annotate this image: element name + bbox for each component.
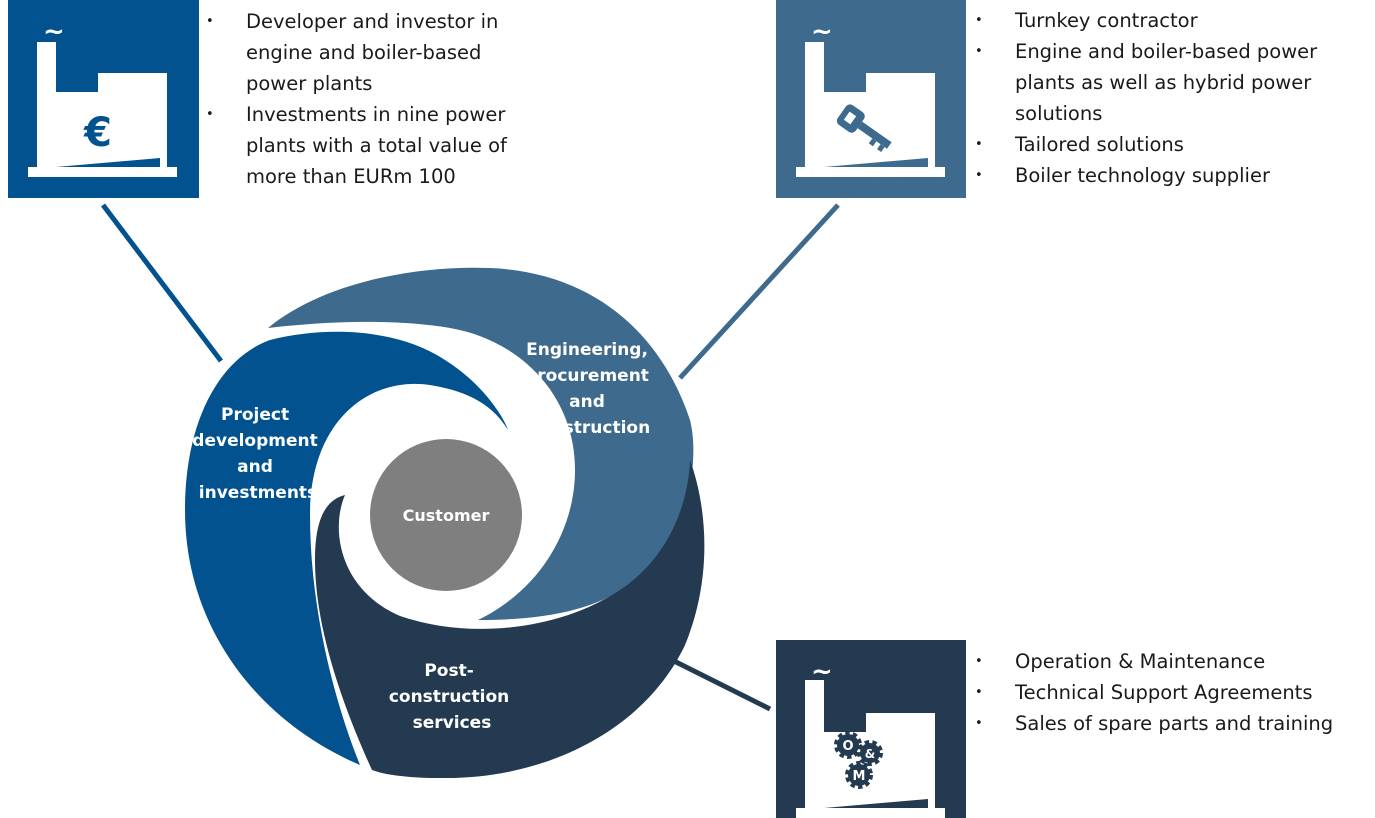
bullets-project-development: Developer and investor in engine and boi…: [206, 6, 536, 192]
segment-label-line: and: [569, 392, 605, 412]
bullet-item: Sales of spare parts and training: [975, 708, 1370, 739]
gear-icon: M: [845, 761, 873, 789]
bullet-item: Boiler technology supplier: [975, 160, 1365, 191]
bullet-item: Engine and boiler-based power plants as …: [975, 36, 1365, 129]
connector-line-engineering: [678, 203, 840, 380]
segment-label-post-construction: Post- construction services: [389, 661, 515, 733]
bullet-item: Technical Support Agreements: [975, 677, 1370, 708]
connector-line-post-construction: [670, 657, 772, 712]
connector-line-project-development: [101, 203, 223, 363]
segment-label-project-development: Project development and investments: [192, 405, 323, 503]
customer-circle: [370, 439, 522, 591]
segment-label-line: Post-: [424, 661, 473, 681]
svg-text:€: €: [83, 110, 112, 156]
segment-label-line: construction: [389, 687, 509, 707]
bullets-post-construction: Operation & Maintenance Technical Suppor…: [975, 646, 1370, 739]
segment-project-development: [185, 331, 508, 765]
segment-label-line: and: [237, 457, 273, 477]
segment-label-line: services: [413, 713, 492, 733]
customer-label: Customer: [403, 506, 490, 525]
factory-euro-icon: ~ €: [8, 0, 199, 198]
segment-label-engineering: Engineering, procurement and constructio…: [525, 340, 655, 438]
svg-text:~: ~: [811, 657, 833, 687]
svg-text:M: M: [853, 769, 866, 784]
factory-key-icon: ~: [776, 0, 966, 198]
key-icon: [836, 104, 892, 153]
segment-engineering: [268, 267, 694, 620]
segment-post-construction: [315, 460, 705, 779]
svg-text:O: O: [842, 739, 853, 754]
bullet-item: Turnkey contractor: [975, 5, 1365, 36]
svg-text:&: &: [865, 747, 875, 761]
factory-gears-icon: ~ O & M: [776, 640, 966, 818]
bullet-item: Tailored solutions: [975, 129, 1365, 160]
bullet-item: Developer and investor in engine and boi…: [206, 6, 536, 99]
segment-label-line: Engineering,: [526, 340, 648, 360]
segment-label-line: development: [192, 431, 317, 451]
bullet-item: Investments in nine power plants with a …: [206, 99, 536, 192]
segment-label-line: investments: [199, 483, 317, 503]
segment-label-line: construction: [530, 418, 650, 438]
bullets-engineering: Turnkey contractor Engine and boiler-bas…: [975, 5, 1365, 191]
bullet-item: Operation & Maintenance: [975, 646, 1370, 677]
gear-icon: O: [834, 731, 862, 759]
segment-label-line: Project: [221, 405, 289, 425]
segment-label-line: procurement: [525, 366, 649, 386]
svg-text:~: ~: [43, 17, 65, 47]
svg-text:~: ~: [811, 17, 833, 47]
gear-icon: &: [857, 740, 883, 766]
